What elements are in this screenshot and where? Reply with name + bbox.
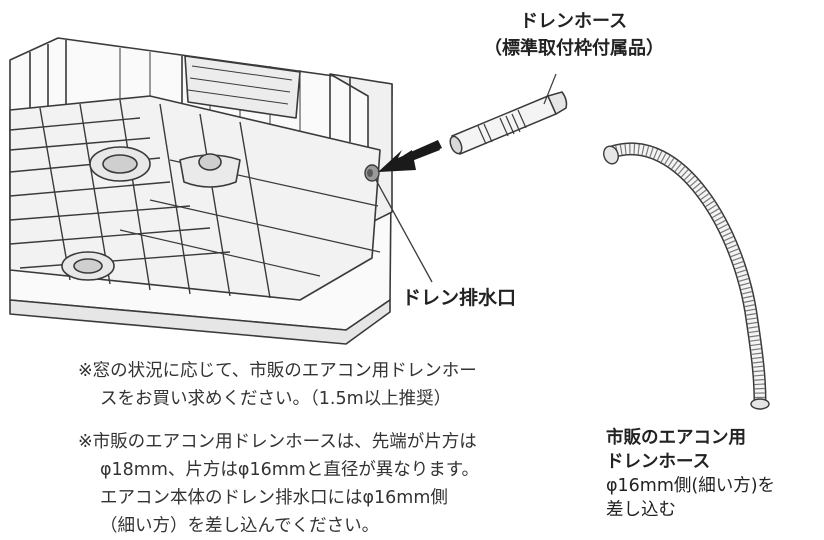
- commercial-hose-detail: 差し込む: [606, 500, 676, 520]
- drain-outlet-label: ドレン排水口: [402, 287, 517, 309]
- included-hose-leader-line: [543, 73, 557, 105]
- commercial-hose-title: ドレンホース: [606, 452, 711, 472]
- drain-outlet-port: [364, 164, 380, 182]
- commercial-drain-hose: [603, 142, 770, 410]
- drain-hose-title: ドレンホース: [520, 11, 628, 32]
- note-line: ※窓の状況に応じて、市販のエアコン用ドレンホー: [78, 361, 477, 381]
- drain-hose-subtitle: （標準取付枠付属品）: [484, 38, 664, 59]
- aircon-base-unit: [9, 37, 393, 345]
- insert-arrow: [378, 140, 442, 172]
- note-hose-diameter: ※市販のエアコン用ドレンホースは、先端が片方は φ18mm、片方はφ16mmと直…: [78, 428, 479, 540]
- note-line: ※市販のエアコン用ドレンホースは、先端が片方は: [78, 432, 477, 452]
- drain-hose-label: ドレンホース （標準取付枠付属品）: [478, 8, 664, 62]
- commercial-hose-label: 市販のエアコン用 ドレンホース φ16mm側(細い方)を 差し込む: [606, 426, 775, 522]
- commercial-hose-detail: φ16mm側(細い方)を: [606, 476, 776, 496]
- commercial-hose-title: 市販のエアコン用: [606, 428, 746, 448]
- note-line: エアコン本体のドレン排水口にはφ16mm側: [100, 488, 448, 508]
- included-drain-hose: [449, 91, 568, 155]
- note-line: φ18mm、片方はφ16mmと直径が異なります。: [100, 460, 480, 480]
- note-line: （細い方）を差し込んでください。: [100, 516, 380, 536]
- drain-outlet-leader-line: [375, 179, 433, 283]
- note-purchase-hose: ※窓の状況に応じて、市販のエアコン用ドレンホー スをお買い求めください。（1.5…: [78, 357, 477, 413]
- note-line: スをお買い求めください。（1.5m以上推奨）: [100, 389, 452, 409]
